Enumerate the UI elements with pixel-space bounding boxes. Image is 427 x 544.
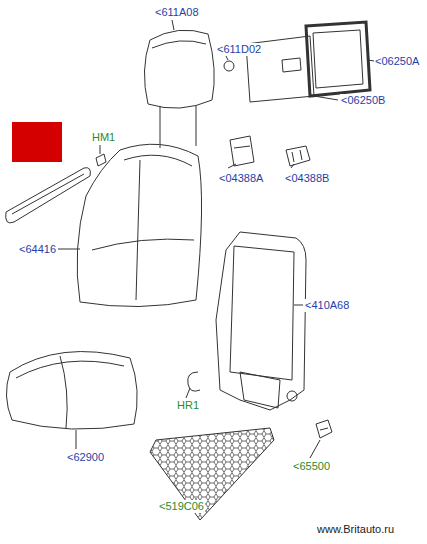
watermark: www.Britauto.ru	[316, 523, 395, 536]
part-callout: <611A08	[154, 6, 200, 19]
part-callout: <04388A	[218, 172, 264, 185]
part-callout: <519C06	[158, 500, 205, 513]
part-callout: <410A68	[304, 299, 350, 312]
part-callout: <65500	[292, 460, 331, 473]
highlight-square	[12, 122, 62, 162]
part-callout: <62900	[66, 451, 105, 464]
part-callout: <611D02	[216, 43, 262, 56]
part-callout: HR1	[176, 399, 200, 412]
part-callout: <06250B	[340, 94, 386, 107]
part-callout: <64416	[18, 243, 57, 256]
part-callout: <04388B	[284, 172, 330, 185]
part-callout: HM1	[91, 131, 116, 144]
part-callout: <06250A	[374, 55, 420, 68]
